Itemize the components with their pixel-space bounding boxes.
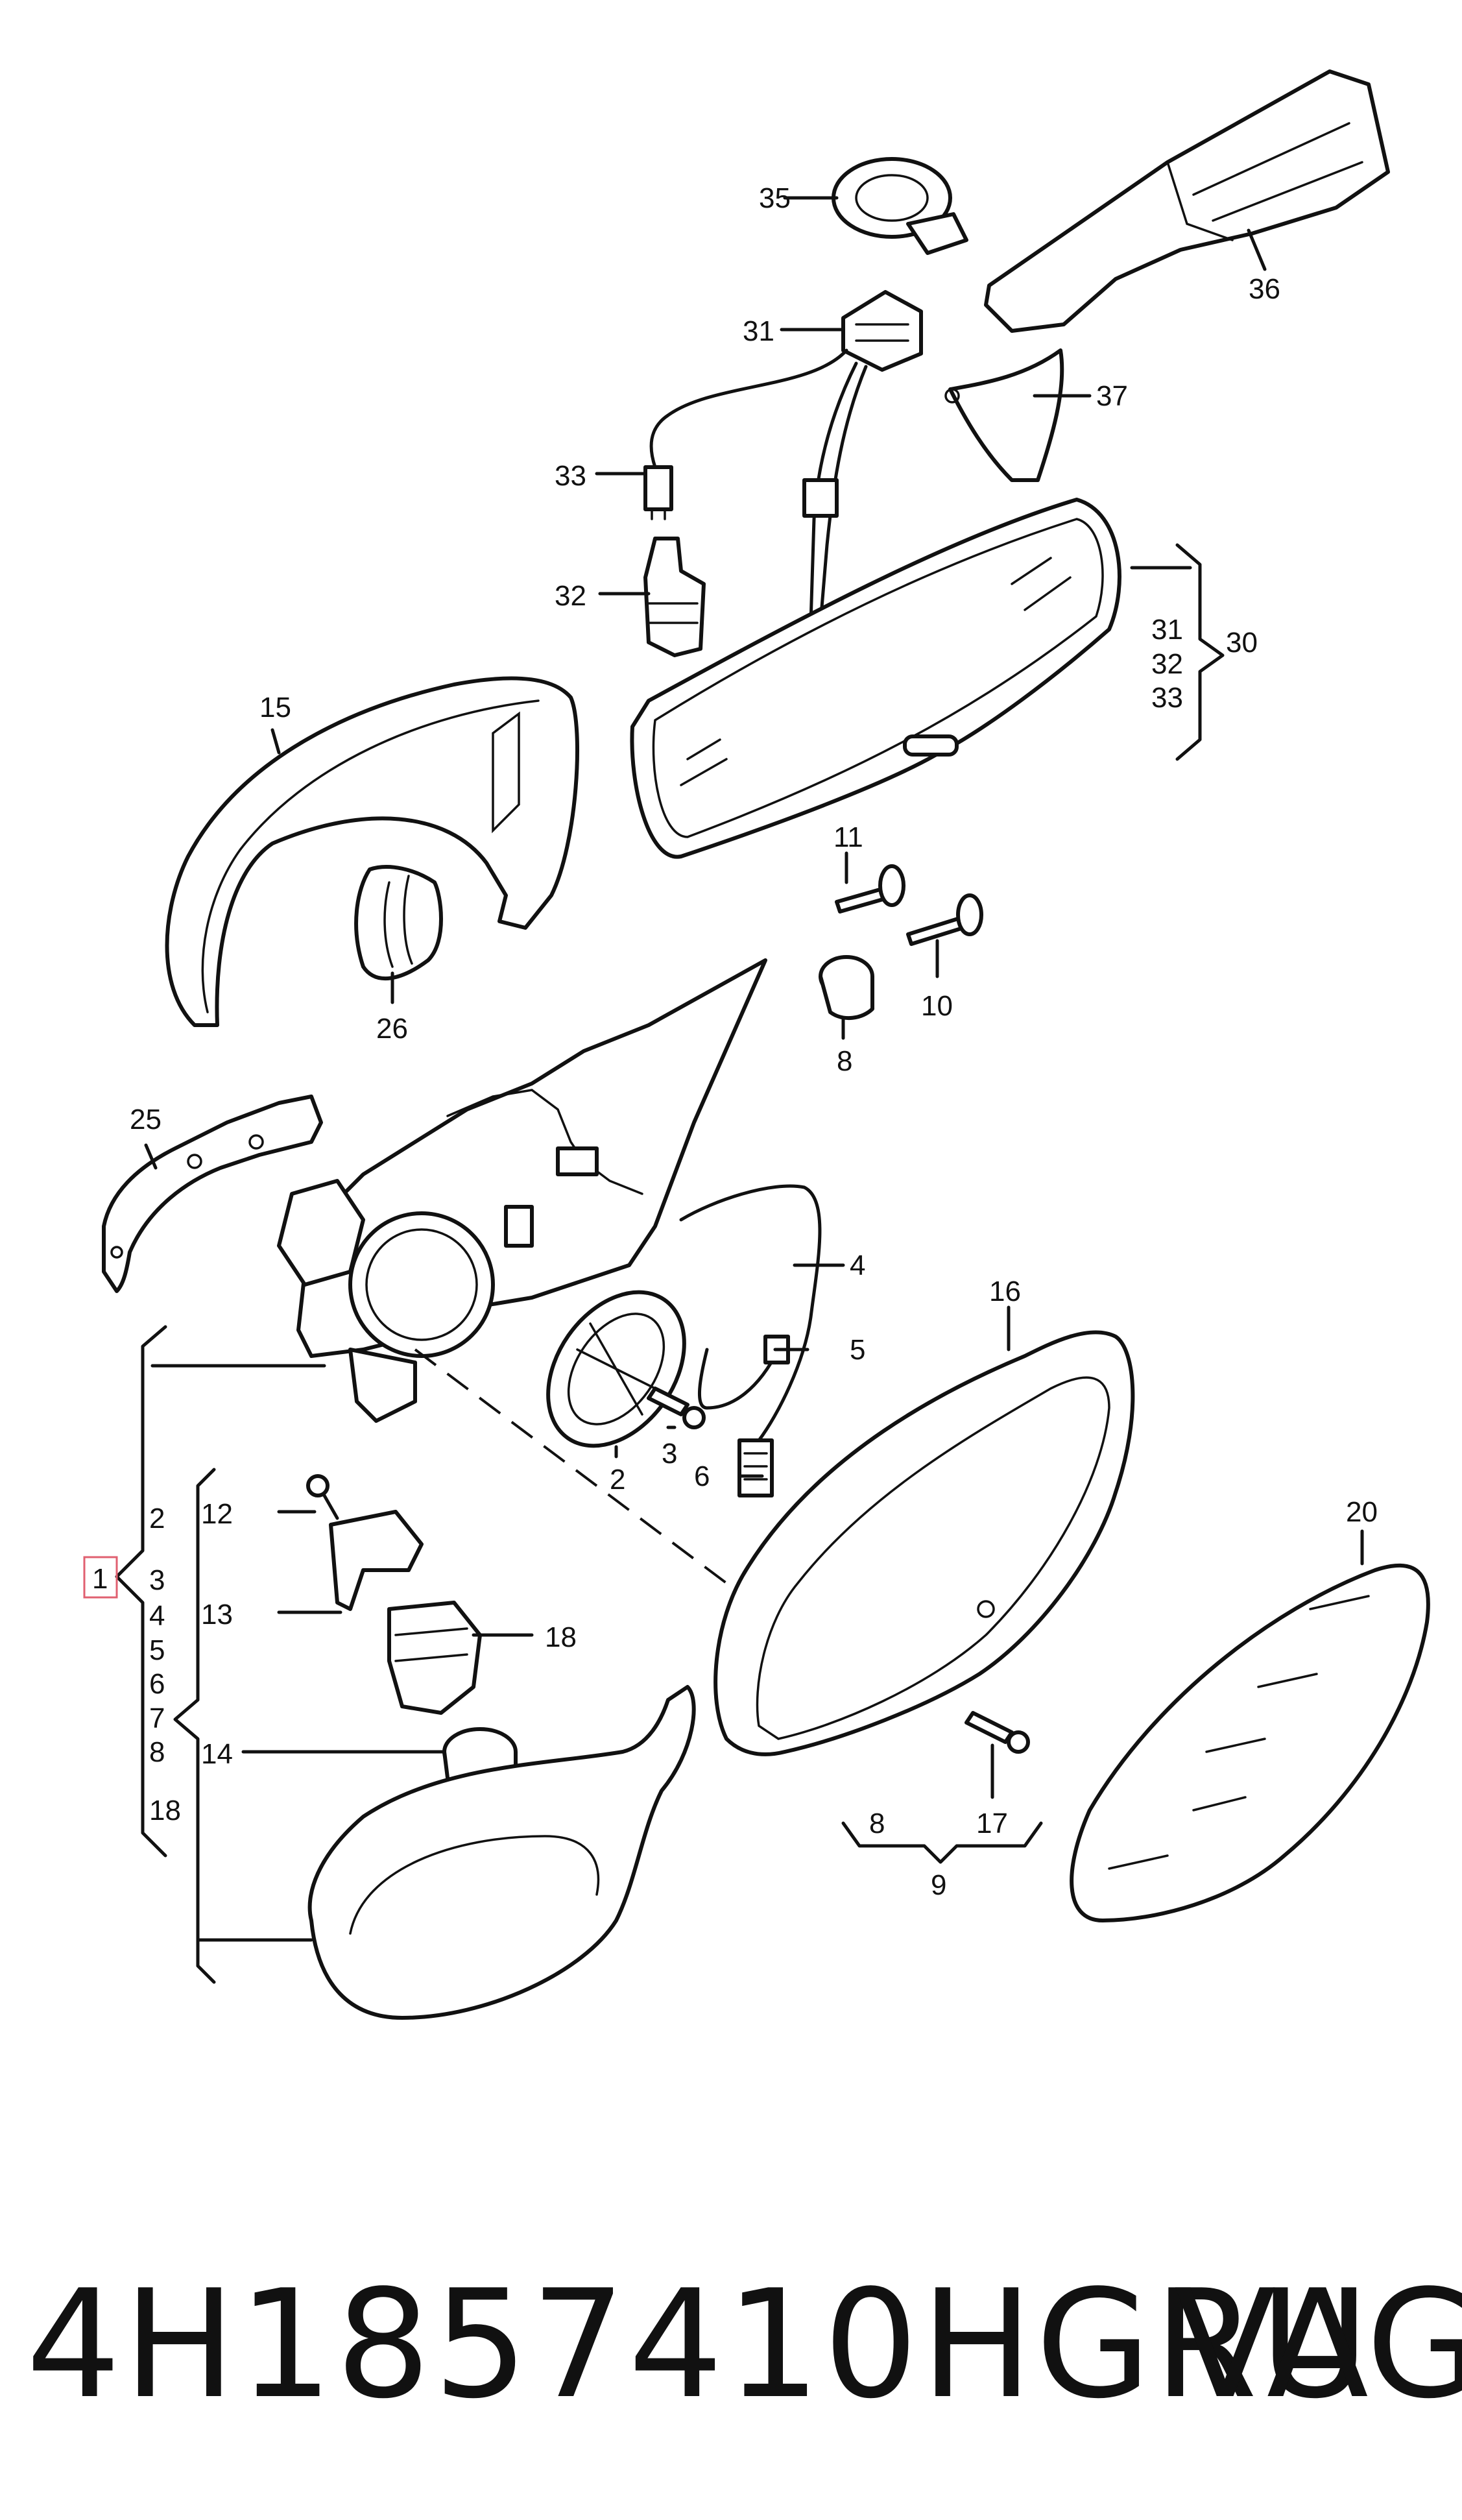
label-30: 30 bbox=[1226, 627, 1258, 659]
part-11-screw bbox=[835, 864, 905, 914]
leader-lines bbox=[83, 196, 1364, 1984]
label-26: 26 bbox=[376, 1013, 408, 1045]
label-31: 31 bbox=[1151, 614, 1183, 646]
label-35: 35 bbox=[759, 182, 791, 214]
brand-label: VAG bbox=[1174, 2259, 1462, 2432]
part-3-screw bbox=[647, 1387, 706, 1429]
label-32-housing: 32 bbox=[555, 580, 586, 612]
part-30-rearview-mirror bbox=[630, 498, 1121, 859]
label-16: 16 bbox=[989, 1276, 1021, 1307]
label-18: 18 bbox=[149, 1795, 181, 1826]
part-15-housing-cap bbox=[165, 676, 579, 1027]
part-31-wiring-harness bbox=[649, 290, 923, 625]
label-1: 1 bbox=[92, 1563, 108, 1595]
label-2: 2 bbox=[149, 1503, 165, 1534]
label-33-connector: 33 bbox=[555, 460, 586, 492]
part-18-motor-unit bbox=[387, 1601, 482, 1715]
label-8-bushing: 8 bbox=[837, 1045, 852, 1077]
label-4-wiring: 4 bbox=[850, 1250, 865, 1281]
part-16-glass-housing bbox=[713, 1330, 1135, 1756]
label-17: 17 bbox=[976, 1808, 1008, 1839]
part-8-bushing bbox=[819, 955, 874, 1021]
part-35-sensor bbox=[832, 157, 968, 255]
label-8-set: 8 bbox=[869, 1808, 885, 1839]
exploded-parts-diagram: 35 31 33 32 36 37 30 31 32 33 15 26 11 1… bbox=[83, 69, 1430, 2020]
label-5: 5 bbox=[149, 1634, 165, 1666]
label-33: 33 bbox=[1151, 682, 1183, 714]
label-37: 37 bbox=[1096, 380, 1128, 412]
label-7: 7 bbox=[149, 1702, 165, 1734]
label-3: 3 bbox=[149, 1564, 165, 1596]
label-2-motor: 2 bbox=[610, 1464, 625, 1496]
label-10: 10 bbox=[921, 990, 953, 1022]
label-20: 20 bbox=[1346, 1496, 1378, 1528]
part-12-screw bbox=[306, 1474, 339, 1520]
part-13-bracket bbox=[329, 1510, 424, 1611]
part-37-bracket bbox=[944, 348, 1064, 482]
label-36: 36 bbox=[1249, 273, 1280, 305]
part-26-turn-signal bbox=[354, 865, 443, 981]
label-31-connector: 31 bbox=[743, 315, 774, 347]
label-9: 9 bbox=[931, 1869, 946, 1901]
assembly-axis-line bbox=[414, 1348, 728, 1584]
part-20-mirror-glass bbox=[1070, 1563, 1430, 1922]
label-11: 11 bbox=[833, 821, 863, 853]
part-number: 4H1857410HGRU bbox=[26, 2259, 1372, 2432]
label-18-motor: 18 bbox=[545, 1621, 577, 1653]
label-3-screw: 3 bbox=[662, 1438, 677, 1470]
label-4: 4 bbox=[149, 1600, 165, 1632]
label-14: 14 bbox=[201, 1738, 233, 1770]
label-6: 6 bbox=[149, 1668, 165, 1700]
callout-labels: 35 31 33 32 36 37 30 31 32 33 15 26 11 1… bbox=[92, 182, 1378, 1901]
part-33-connector bbox=[643, 465, 673, 520]
label-15: 15 bbox=[259, 692, 291, 723]
label-12: 12 bbox=[201, 1498, 233, 1530]
label-25: 25 bbox=[130, 1104, 162, 1135]
label-5-connector: 5 bbox=[850, 1334, 865, 1366]
part-32-housing bbox=[643, 537, 706, 657]
part-lower-cover bbox=[307, 1685, 696, 2020]
part-17-screw bbox=[965, 1711, 1030, 1754]
part-mirror-body-mount bbox=[277, 958, 767, 1423]
label-6-connector: 6 bbox=[694, 1460, 710, 1492]
part-10-screw bbox=[906, 893, 983, 946]
label-8: 8 bbox=[149, 1736, 165, 1768]
part-2-adjustment-motor bbox=[546, 1290, 686, 1448]
part-4-wiring bbox=[679, 1184, 822, 1497]
label-32: 32 bbox=[1151, 648, 1183, 680]
label-13: 13 bbox=[201, 1599, 233, 1630]
part-36-mirror-base-cover bbox=[984, 69, 1390, 333]
part-25-trim-strip bbox=[102, 1095, 323, 1293]
